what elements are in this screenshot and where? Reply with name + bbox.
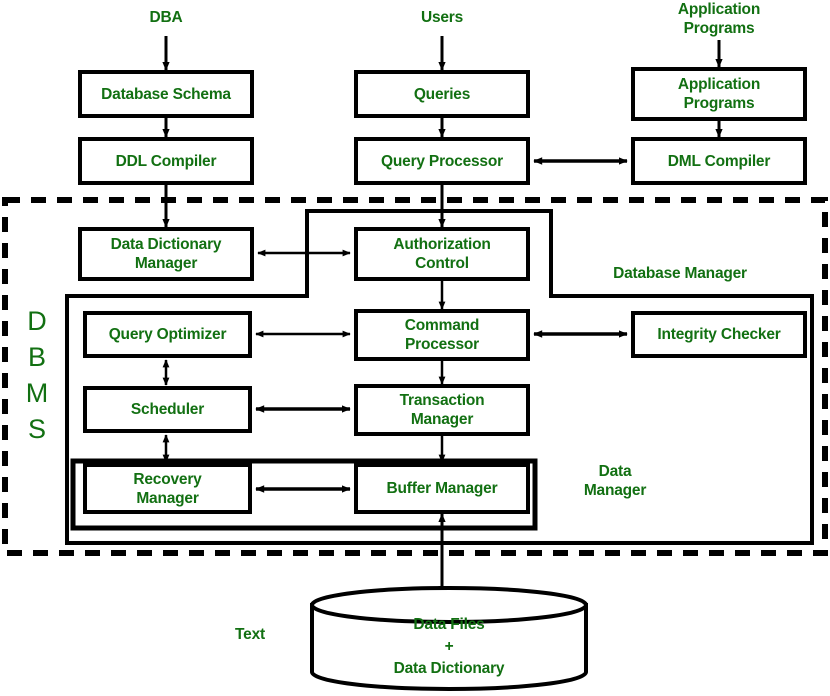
data-dictionary-manager-box [78,227,254,281]
queries-box [354,70,530,118]
authorization-control-box [354,227,530,281]
scheduler-box [83,386,252,433]
dml-compiler-box [631,137,807,185]
database-manager-container [65,209,814,545]
buffer-manager-box [354,463,530,514]
data-manager-container [70,458,538,531]
ddl-compiler-box [78,137,254,185]
dbms-letter-s: S [27,414,46,444]
command-processor-box [354,309,530,361]
application-programs-box [631,67,807,121]
recovery-manager-box [83,463,252,514]
integrity-checker-box [631,311,807,358]
query-processor-box [354,137,530,185]
database-schema-box [78,70,254,118]
query-optimizer-box [83,311,252,358]
storage-cylinder-shape [310,586,588,691]
dbms-letter-m: M [25,378,49,408]
dbms-boundary [2,197,828,556]
dbms-letter-b: B [27,342,46,372]
dbms-letter-d: D [27,306,47,336]
transaction-manager-box [354,384,530,436]
